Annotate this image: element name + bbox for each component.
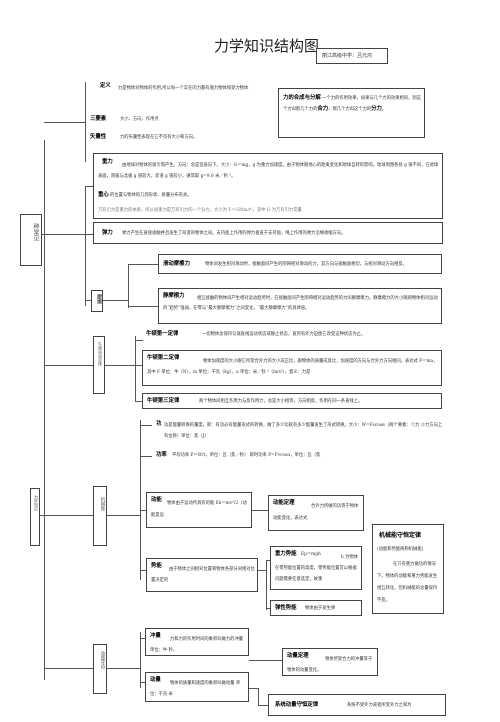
elastic-pe-title: 弹性势能 [275,605,297,611]
three-elements-text: 大小、方向、作用点 [120,117,159,122]
composition-box: 力的合成与分解 一个力的作用效果，如果与几个力的效果相同，则这个力叫那几个力的合… [278,88,425,138]
group-mechanical-energy: 机械能 [93,486,107,546]
group-mechanical-energy-label: 机械能 [100,497,105,511]
impulse-title: 冲量 [150,633,161,639]
friction-label-box: 摩擦 [91,290,103,312]
sliding-friction-text: 物体间发生相对滑动时，接触面间产生的阻碍相对滑动的力。其方向与接触面相切，与相对… [205,262,407,267]
gravity-title: 重力 [102,159,113,165]
group-newton: 牛顿运动定律 [93,336,105,394]
energy-conservation-text: 在只有重力做功的情况下，物体的动能和重力势能发生相互转化，但机械能的总量保持不变… [377,562,438,603]
group-root: 力学知识 [30,488,40,546]
three-elements-label: 三要素 [90,116,107,122]
kinetic-energy-title: 动能 [151,497,162,503]
elastic-title: 弹力 [102,230,113,236]
energy-conservation-box: 机械能守恒定律 (动能和势能统称机械能) 在只有重力做功的情况下，物体的动能和重… [372,524,444,614]
static-friction-box: 静摩擦力 相互接触的物体间产生相对运动趋势时，在接触面间产生阻碍相对运动趋势的力… [158,288,442,324]
momentum-title: 动量 [150,677,161,683]
composition-text: 力的合成与分解 一个力的作用效果，如果与几个力的效果相同，则这个力叫那几个力的合… [283,95,421,112]
newton-first-title: 牛顿第一定律 [146,331,179,337]
group-root-label: 力学知识 [34,495,39,511]
impulse-text: 力和力的作用时间的乘积叫做力的冲量 单位：牛·秒。 [150,637,244,653]
momentum-conservation-title: 系统动量守恒定律 [275,702,319,708]
composition-title: 力的合成与分解 [283,95,321,101]
elastic-pe-box: 弹性势能 物体由于发生弹 [270,600,362,616]
energy-conservation-title: 机械能守恒定律 [379,532,422,539]
elastic-box: 弹力 弹力产生在直接接触并且发生了形变的物体之间。支持面上作用的弹力垂直于支持面… [93,222,443,244]
kinetic-energy-box: 动能 物体由于运动所具有的能 Ek＝mv²/2（动能是运 [146,492,252,528]
gravity-box: 重力 由地球对物体的吸引而产生。方向：总是竖直向下。大小：G＝mg，g 为重力加… [93,153,443,219]
group-common-forces: 种常见 [20,214,42,266]
elastic-text: 弹力产生在直接接触并且发生了形变的物体之间。支持面上作用的弹力垂直于支持面，绳上… [122,231,346,236]
author-box: 丽江高级中学：吕元鸿 [316,48,388,64]
newton-first-text: 一切物体总保持匀速直线运动状态或静止状态，直到有外力迫使它改变这种状态为止。 [202,332,366,337]
newton-third-box: 牛顿第三定律 两个物体间相互作用力与反作用力，总是大小相等，方向相反，作用在同一… [142,393,442,409]
work-title: 功 [156,421,162,427]
kinetic-theorem-text: 合外力所做的功等于物体动能变化，表达式 [273,504,359,521]
sliding-friction-box: 滑动摩擦力 物体间发生相对滑动时，接触面间产生的阻碍相对滑动的力。其方向与接触面… [158,254,442,274]
newton-third-title: 牛顿第三定律 [147,398,180,404]
momentum-text: 物体的质量和速度的乘积叫做动量 单位：千克·米 [150,681,241,697]
group-momentum-label: 动量守恒 [100,651,105,669]
vector-label: 矢量性 [90,134,107,140]
potential-energy-box: 势能 由于物体之间相对位置和物体各部分间相对位置决定的 [146,558,258,592]
momentum-theorem-title: 动量定理 [287,653,309,659]
static-friction-title: 静摩擦力 [163,293,185,299]
page-title: 力学知识结构图 [214,37,320,55]
newton-second-box: 牛顿第二定律 物体加速度的大小跟它所受合外力的大小成正比，跟物体的质量成反比，加… [142,350,442,386]
spine-line [44,140,45,680]
group-momentum: 动量守恒 [93,644,107,694]
power-title: 功率 [156,452,167,458]
kinetic-energy-text: 物体由于运动所具有的能 Ek＝mv²/2（动能是运 [151,501,247,518]
newton-second-text: 物体加速度的大小跟它所受合外力的大小成正比，跟物体的质量成反比，加速度的方向与合… [147,359,438,375]
momentum-conservation-box: 系统动量守恒定律 系统不受外力或者所受外力之和为 [268,694,446,716]
universal-gravitation-text: 万有引力是重力的本质，所以说重力是万有引力的一个分力，大小为 F＝GMm/r²，… [98,208,302,213]
definition-text: 力是物体对物体的作用,所以每一个实在的力都有施力物体和受力物体 [118,86,249,91]
gravitational-pe-text: h 为物体在零势能位置的高度，零势能位置可以根据问题需要任意选定，故重 [275,555,359,582]
momentum-box: 动量 物体的质量和速度的乘积叫做动量 单位：千克·米 [145,672,249,702]
newton-third-text: 两个物体间相互作用力与反作用力，总是大小相等，方向相反，作用在同一条直线上。 [199,399,363,404]
potential-energy-title: 势能 [151,563,162,569]
static-friction-text: 相互接触的物体间产生相对运动趋势时，在接触面间产生阻碍相对运动趋势的力叫静摩擦力… [163,296,438,311]
center-of-gravity-text: 的位置与物体的几何形状、质量分布有关。 [110,193,192,198]
gravity-text: 由地球对物体的吸引而产生。方向：总是竖直向下。大小：G＝mg，g 为重力加速度。… [98,163,439,179]
momentum-theorem-text: 物体所受合力的冲量等于物体的动量变化。 [287,657,373,673]
author-name: 丽江高级中学：吕元鸿 [322,53,373,59]
potential-energy-text: 由于物体之间相对位置和物体各部分间相对位置决定的 [151,567,255,583]
friction-label: 摩擦 [96,294,102,304]
sliding-friction-title: 滑动摩擦力 [163,261,190,267]
gravitational-pe-formula: Ep＝mgh [301,552,321,557]
power-text: 平均功率 P＝W/t，单位：瓦（焦／秒） 即时功率 P=Fvcosα，单位：瓦（… [172,453,321,458]
elastic-pe-text: 物体由于发生弹 [305,606,336,611]
kinetic-theorem-title: 动能定理 [273,500,295,506]
definition-label: 定义 [100,83,111,89]
work-text: 功是能量转换的量度，即：有功必有能量形式的转换，做了多少功就有多少能量发生了形式… [164,423,443,439]
kinetic-theorem-box: 动能定理 合外力所做的功等于物体动能变化，表达式 [268,495,364,531]
group-newton-label: 牛顿运动定律 [98,342,103,366]
gravitational-pe-title: 重力势能 [275,551,297,557]
energy-conservation-sub: (动能和势能统称机械能) [377,547,424,552]
newton-second-title: 牛顿第二定律 [147,355,180,361]
group-common-forces-label: 种常见 [32,223,39,241]
impulse-box: 冲量 力和力的作用时间的乘积叫做力的冲量 单位：牛·秒。 [145,628,249,656]
momentum-conservation-text: 系统不受外力或者所受外力之和为 [347,703,412,708]
center-of-gravity-label: 重心 [98,192,109,198]
vector-text: 力的矢量性表现在它不仅有大小和方向。 [120,135,198,140]
gravitational-pe-box: 重力势能 Ep＝mgh h 为物体在零势能位置的高度，零势能位置可以根据问题需要… [270,546,362,590]
momentum-theorem-box: 动量定理 物体所受合力的冲量等于物体的动量变化。 [282,648,378,676]
